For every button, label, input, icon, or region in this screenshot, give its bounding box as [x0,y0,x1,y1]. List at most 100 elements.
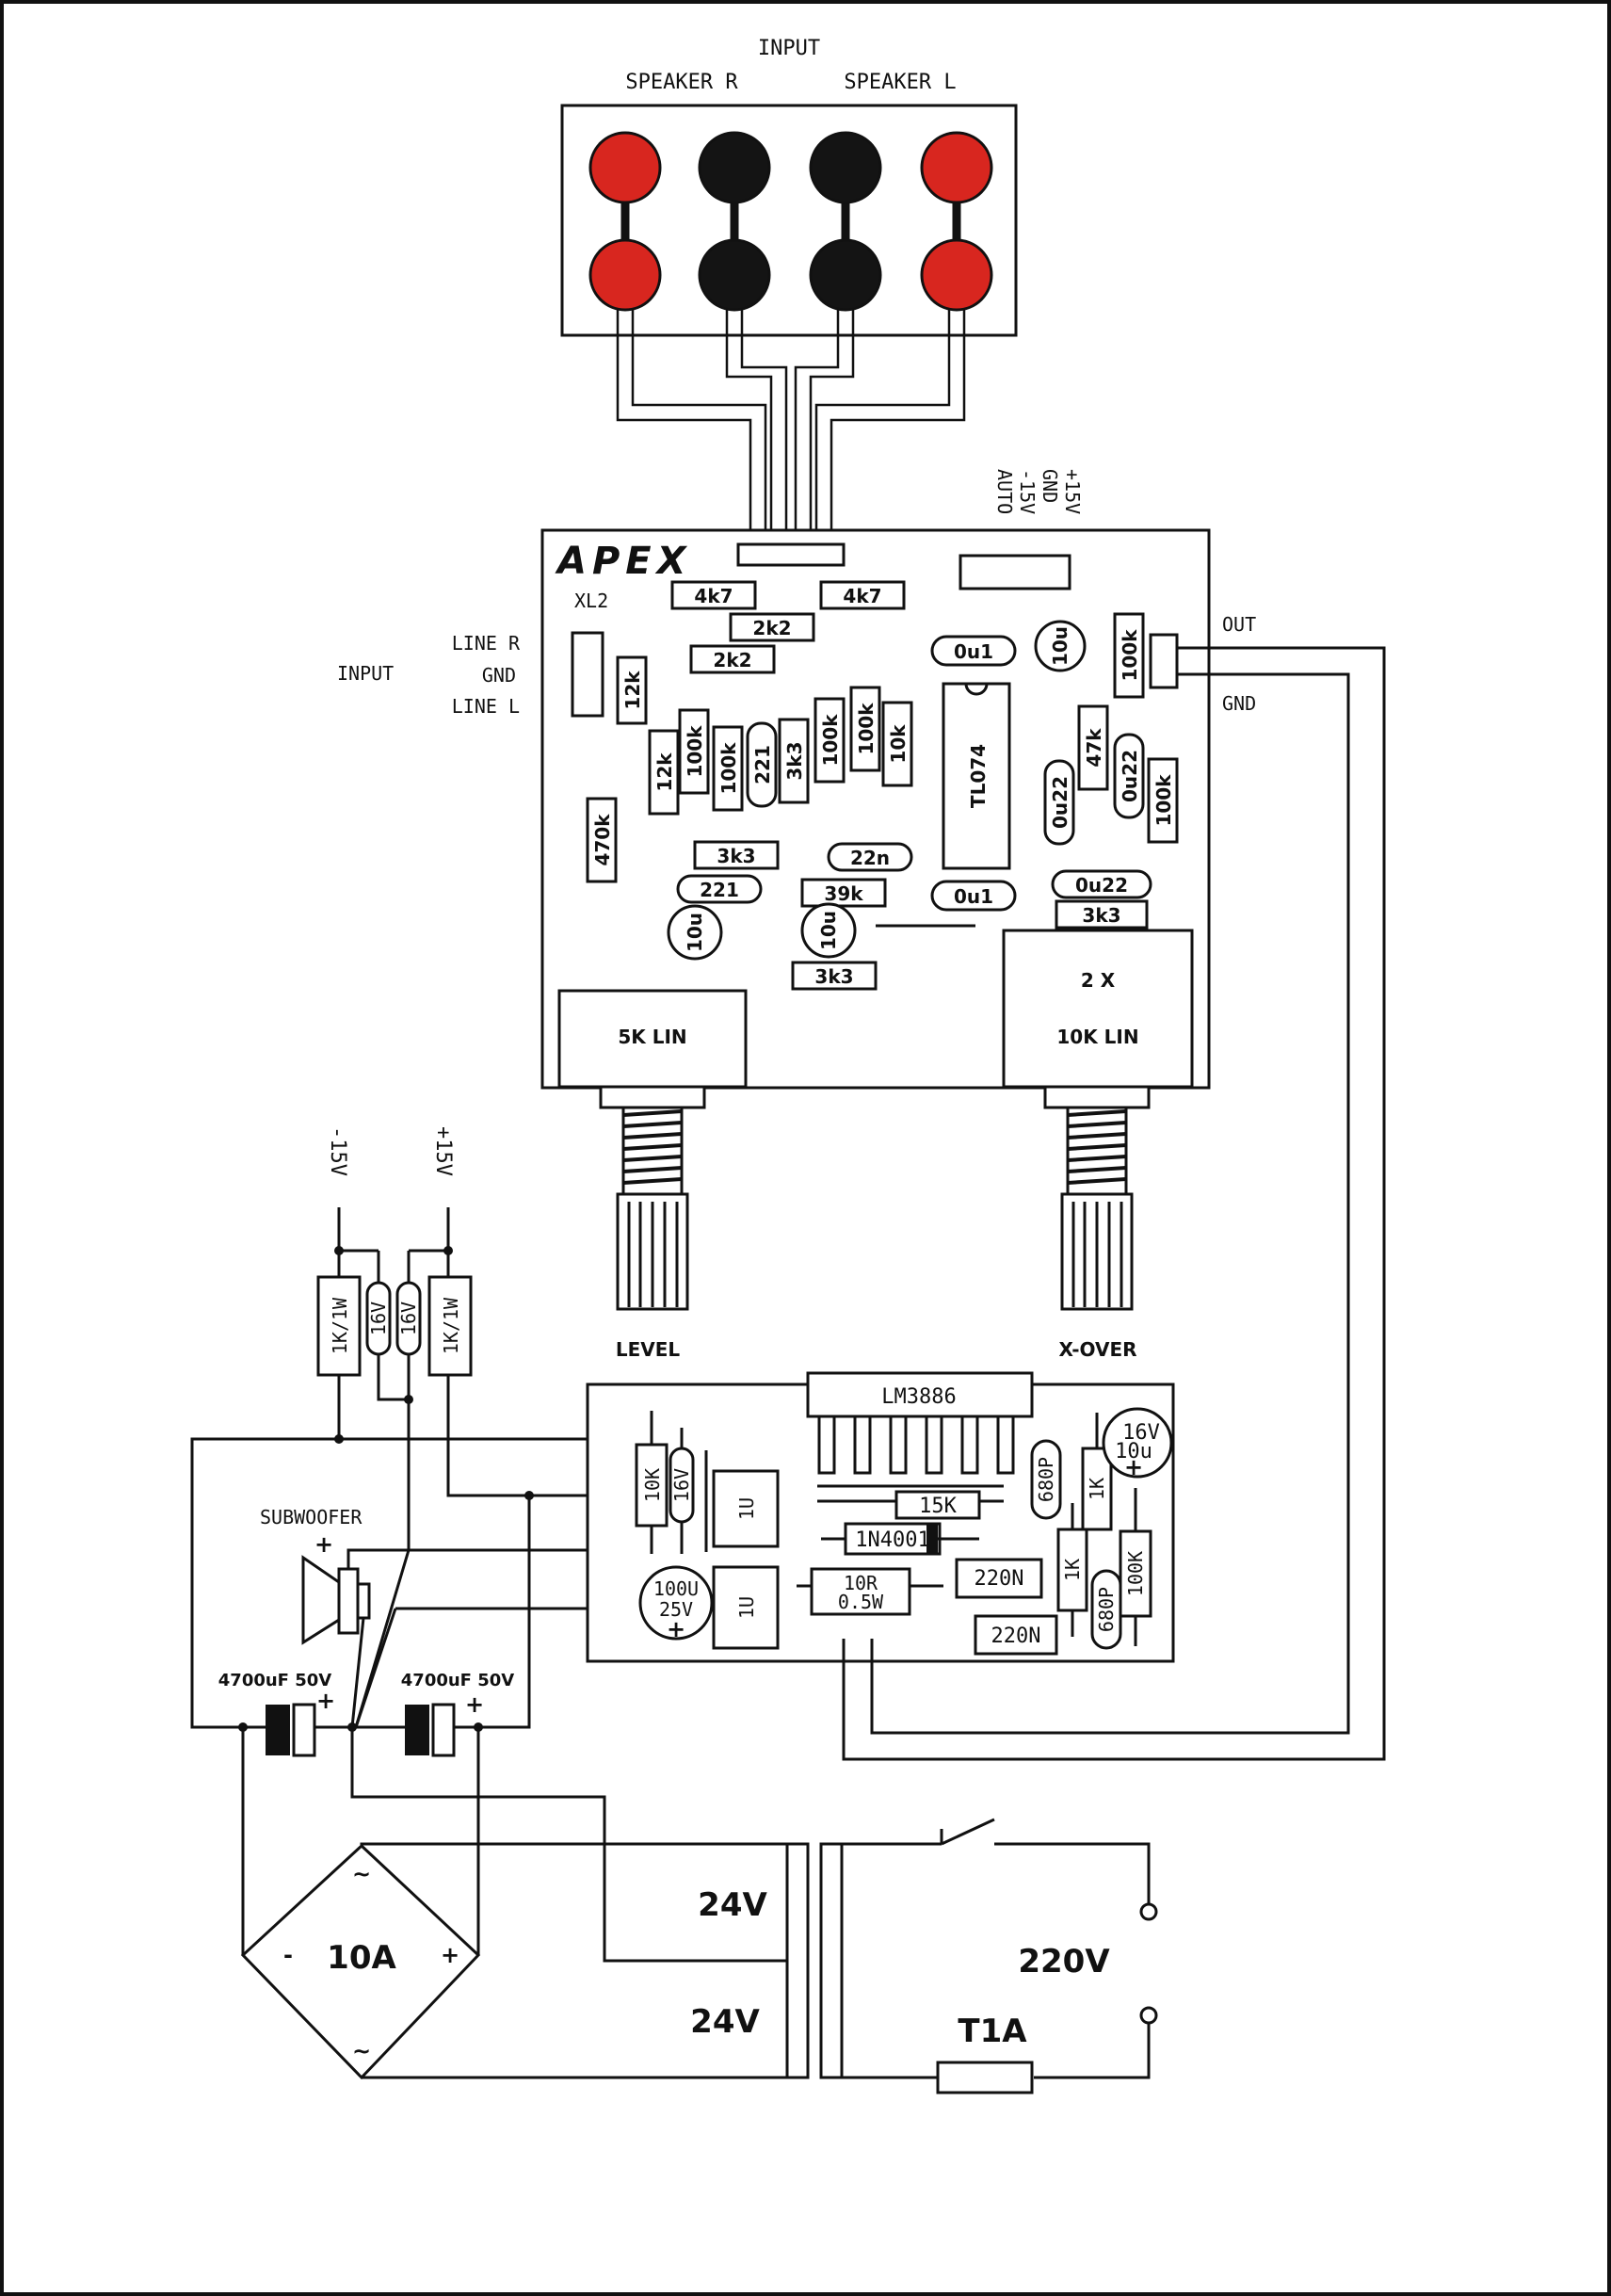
r-3k3-a: 3k3 [717,845,755,867]
terminal-black-top-2 [698,131,771,204]
bridge-minus: - [283,1942,293,1968]
r-100k-a: 100k [684,725,706,778]
c-0u1-b: 0u1 [954,885,993,908]
r-2k2-a: 2k2 [752,617,791,639]
amp-c-1u-a: 1U [735,1497,758,1520]
line-r-label: LINE R [452,632,521,655]
apex-logo: APEX [555,540,691,583]
amp-c-1u-b: 1U [735,1596,758,1619]
c-0u22-c: 0u22 [1075,874,1128,897]
amp-r-15k: 15K [919,1495,957,1518]
r-100k-e: 100k [1119,629,1141,682]
amp-c-220n-a: 220N [975,1567,1024,1591]
amp-c-220n-b: 220N [991,1625,1041,1648]
gnd-label: GND [482,664,516,687]
plus-15v-label: +15V [431,1126,455,1176]
conn-minus15v: -15V [1016,469,1039,514]
amp-c-100u: 100U [653,1577,699,1600]
speaker-r-label: SPEAKER R [625,71,738,94]
out-wire [842,646,1386,1761]
line-input-label: INPUT [337,662,394,685]
r-100k-b: 100k [717,742,740,795]
terminal-black-bottom-3 [809,238,882,312]
cap-a-plus: + [316,1688,335,1714]
r-39k: 39k [824,882,863,905]
bridge-ac-top: ~ [352,1861,371,1887]
out-label: OUT [1222,613,1256,636]
r-4k7-b: 4k7 [843,585,881,607]
fuse [936,2061,1034,2094]
secondary-24v-a: 24V [698,1886,767,1924]
amp-r-1k-b: 1K [1061,1559,1084,1581]
line-l-label: LINE L [452,695,520,718]
minus-15v-label: -15V [326,1126,349,1176]
line-input-connector [571,631,604,718]
pot-level-body [557,989,748,1089]
mains-terminal-bottom [1139,2006,1158,2025]
secondary-24v-b: 24V [690,2003,760,2041]
level-label: LEVEL [616,1338,681,1361]
amp-c-10u: 10u [1115,1440,1152,1463]
zener-16v-a: 16V [367,1302,390,1335]
terminal-black-top-3 [809,131,882,204]
c-0u22-b: 0u22 [1119,750,1141,802]
cap-b-label: 4700uF 50V [401,1671,515,1690]
conn-plus15v: +15V [1061,469,1084,514]
amp-c-100u-voltage: 25V [659,1598,693,1621]
mains-voltage: 220V [1018,1943,1110,1981]
r-100k-f: 100k [1152,774,1175,827]
amp-c-10u-plus: + [1124,1454,1143,1480]
r-100k-d: 100k [855,703,878,755]
terminal-red-top-1 [588,131,662,204]
pot-xover-body [1002,929,1194,1089]
amp-board: LM3886 10K 16V 1U 1U 100U 25V + [586,1371,1175,1663]
c-10u-b: 10u [684,913,706,952]
amp-r-10k: 10K [641,1468,664,1502]
r-1k1w-b: 1K/1W [440,1297,462,1354]
amp-c-680p-b: 680P [1095,1587,1118,1632]
power-connector [959,554,1071,590]
bridge-rating: 10A [327,1939,396,1977]
speaker-input-cables [616,310,966,546]
amp-diode-1n4001: 1N4001 [855,1528,929,1552]
terminal-red-top-4 [920,131,993,204]
transformer-primary [819,1842,844,2079]
amp-c-100u-plus: + [667,1616,685,1642]
terminal-black-bottom-2 [698,238,771,312]
pot-xover-count: 2 X [1081,969,1116,992]
amp-zener-16v: 16V [670,1468,693,1502]
speaker-icon [301,1555,341,1645]
pot-xover-value: 10K LIN [1056,1026,1138,1048]
amp-c-16v: 16V [1122,1421,1160,1445]
speaker-header [736,542,846,567]
terminal-red-bottom-1 [588,238,662,312]
amp-r-1k-a: 1K [1086,1478,1108,1500]
r-47k: 47k [1083,728,1105,768]
bridge-plus: + [441,1942,459,1968]
r-10k: 10k [887,724,910,764]
tl074-label: TL074 [967,744,990,808]
fuse-label: T1A [958,2013,1027,2050]
conn-gnd: GND [1039,469,1061,503]
cap-b-plus: + [465,1691,484,1718]
c-221-h: 221 [700,879,739,901]
out-gnd-label: GND [1222,692,1256,715]
amp-c-680p-a: 680P [1035,1457,1057,1502]
lm3886-label: LM3886 [881,1385,956,1409]
pot-shafts: LEVEL X-OVER [599,1085,1151,1361]
r-1k1w-a: 1K/1W [329,1297,351,1354]
c-22n: 22n [850,847,890,869]
filter-board: APEX +15V GND -15V AUTO XL2 LINE R GND L… [337,469,1256,1090]
terminal-red-bottom-4 [920,238,993,312]
mains-terminal-top [1139,1902,1158,1921]
speaker-input-terminal-block: INPUT SPEAKER R SPEAKER L [560,37,1018,337]
zener-16v-b: 16V [397,1302,420,1335]
c-0u1-a: 0u1 [954,640,993,663]
tl074-ic [942,682,1011,870]
amp-r-10r: 10R [844,1572,878,1594]
r-12k-a: 12k [621,671,644,710]
cap-a-label: 4700uF 50V [218,1671,332,1690]
input-title: INPUT [758,37,820,60]
